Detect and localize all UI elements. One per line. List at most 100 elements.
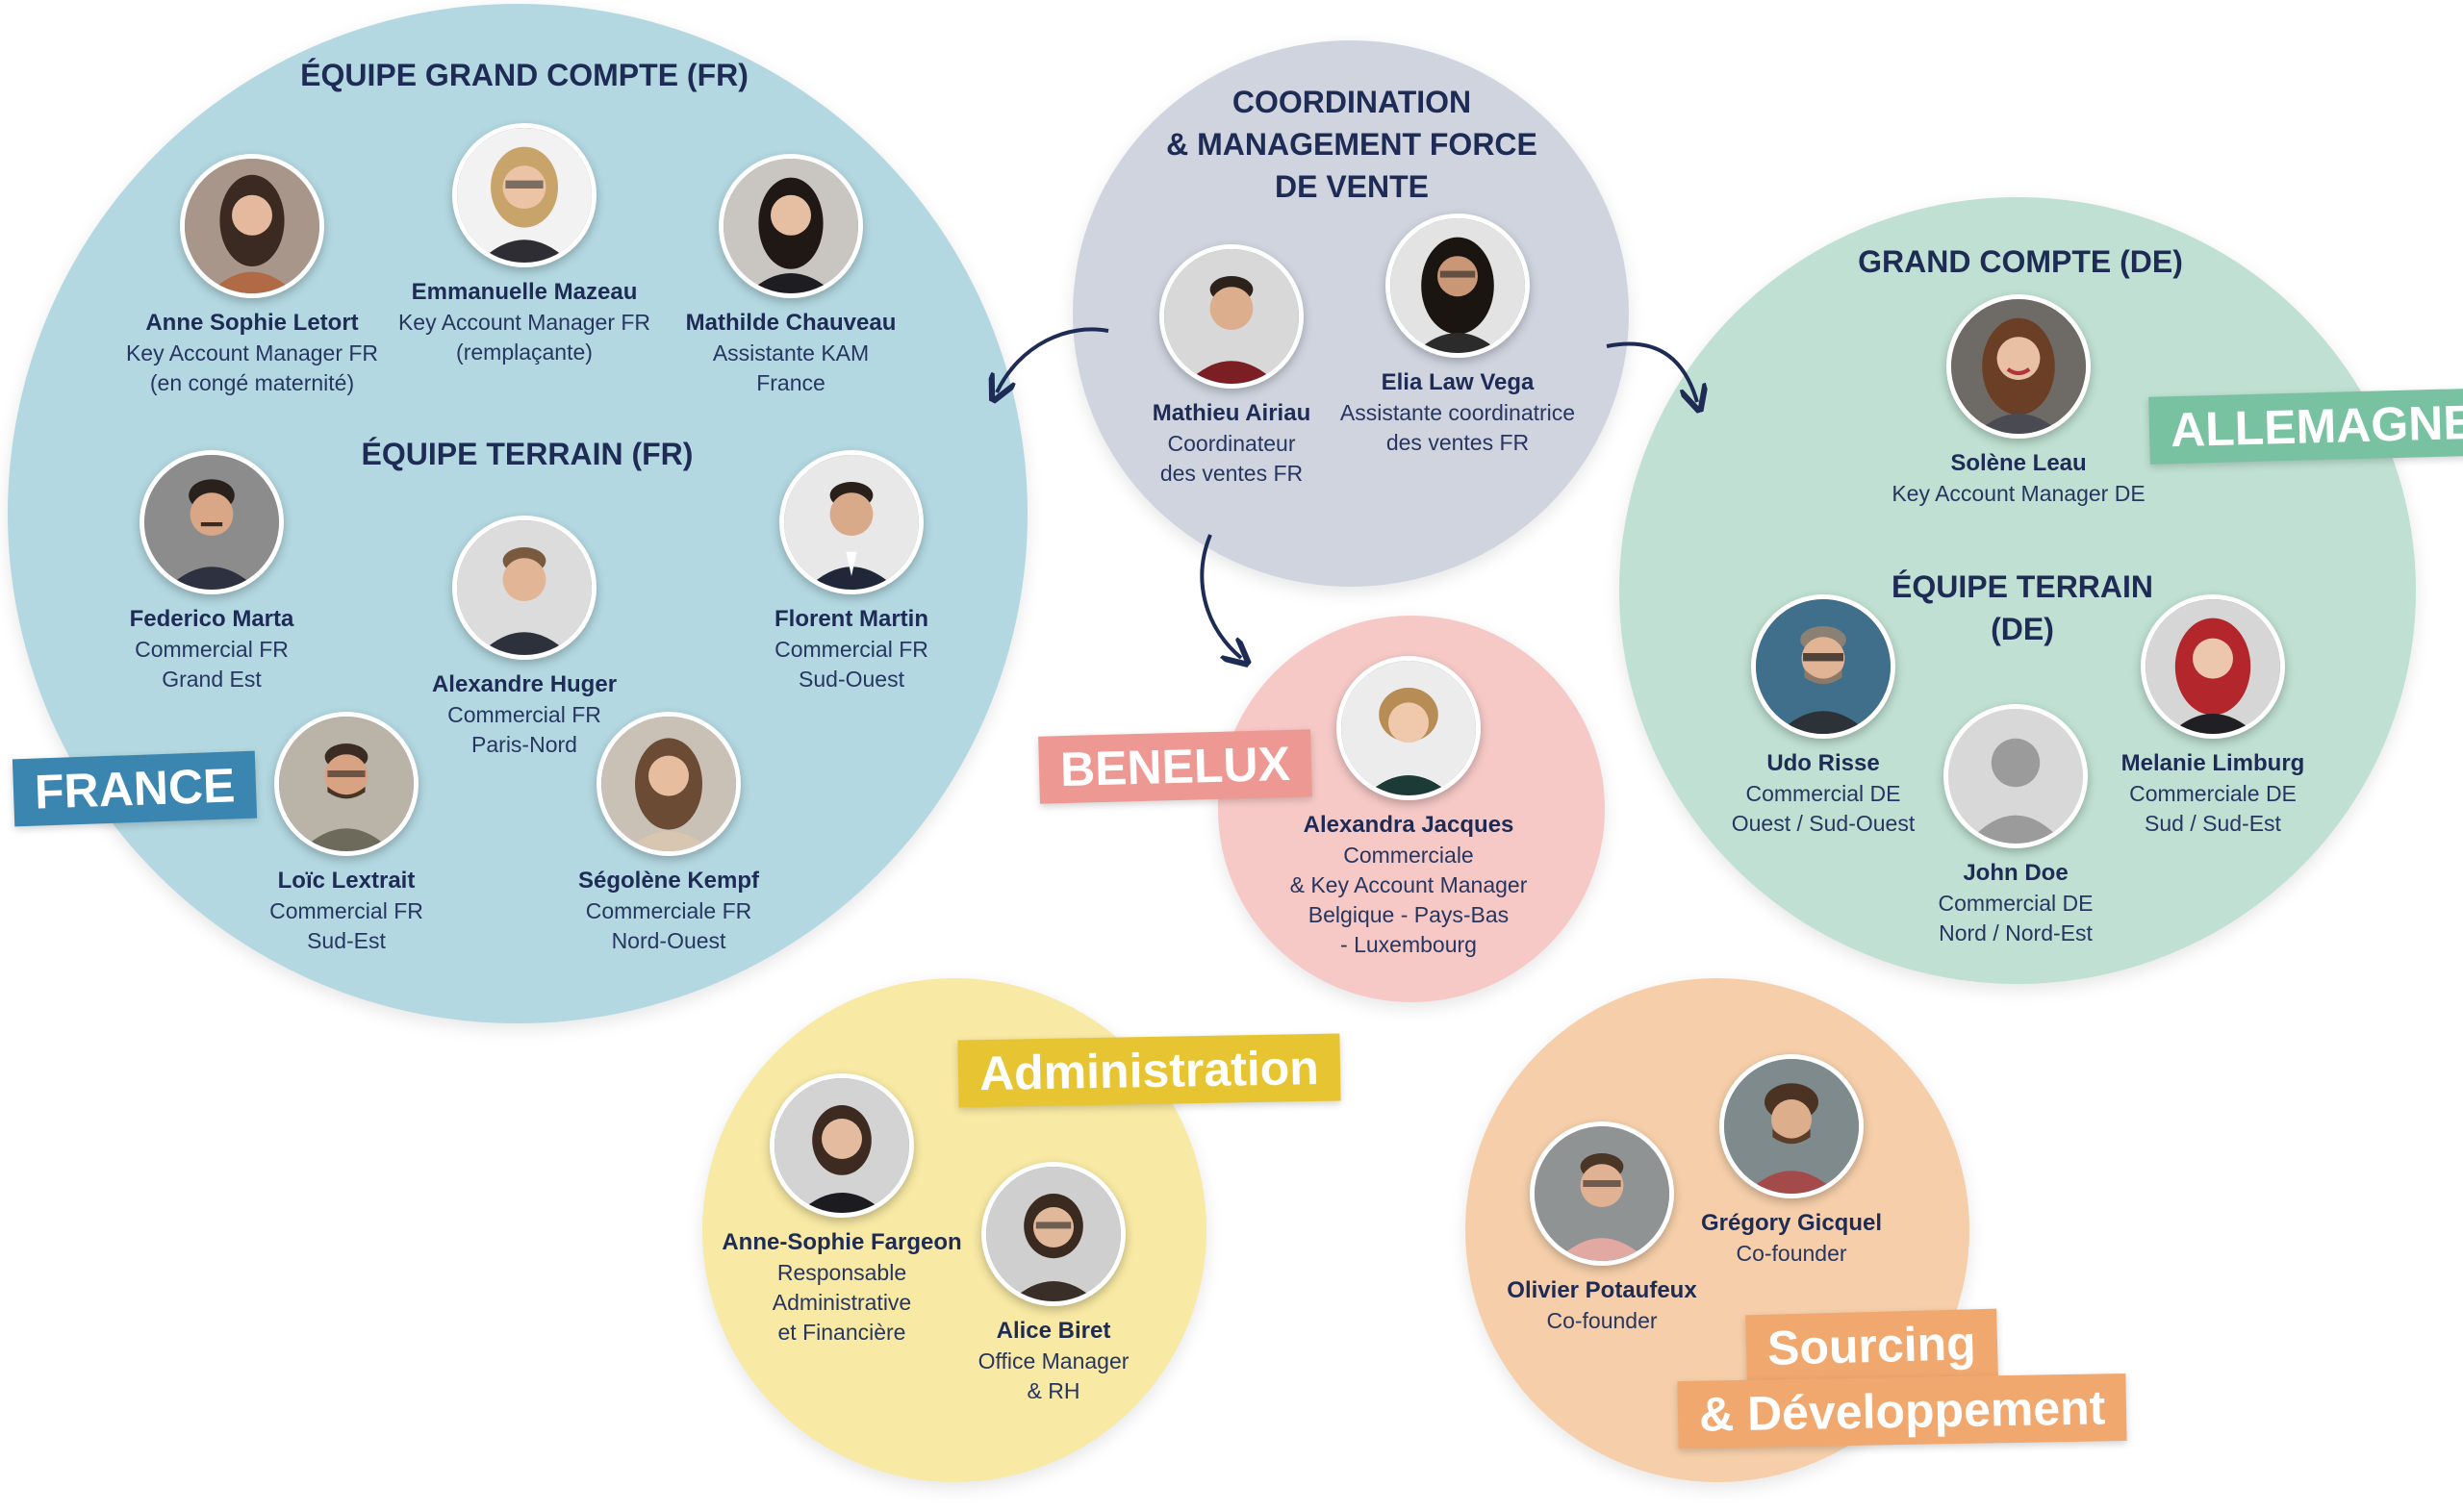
person-role-detail: Sud-Ouest bbox=[799, 667, 904, 692]
heading-coordination-line2: & MANAGEMENT FORCE bbox=[1166, 127, 1537, 162]
person-role-detail: Nord / Nord-Est bbox=[1939, 920, 2093, 945]
person-name: Udo Risse bbox=[1766, 750, 1880, 776]
person-role: Commercial FR bbox=[135, 637, 289, 662]
person-role-detail: Sud-Est bbox=[307, 928, 386, 953]
heading-germany-terrain-line1: ÉQUIPE TERRAIN bbox=[1891, 569, 2154, 604]
person-role-detail: Paris-Nord bbox=[471, 732, 577, 757]
person-role: Assistante coordinatrice bbox=[1339, 400, 1576, 425]
person-name: Florent Martin bbox=[774, 606, 928, 632]
person-name: John Doe bbox=[1963, 860, 2069, 886]
person-card: Alice Biret Office Manager & RH bbox=[880, 1162, 1227, 1406]
avatar bbox=[719, 154, 863, 298]
person-card: Elia Law Vega Assistante coordinatrice d… bbox=[1284, 214, 1631, 458]
person-card: Ségolène Kempf Commerciale FR Nord-Ouest bbox=[495, 712, 842, 956]
person-role: Commerciale bbox=[1343, 843, 1474, 868]
sourcing-tag-line1: Sourcing bbox=[1745, 1308, 1998, 1383]
avatar bbox=[2141, 594, 2285, 739]
arrow-to-france bbox=[997, 327, 1109, 392]
person-role: Commerciale FR bbox=[585, 898, 752, 923]
person-role-detail: & Key Account Manager bbox=[1289, 872, 1528, 897]
person-name: Elia Law Vega bbox=[1381, 369, 1535, 395]
person-card: Florent Martin Commercial FR Sud-Ouest bbox=[678, 450, 1025, 694]
person-role: Commercial FR bbox=[269, 898, 423, 923]
avatar bbox=[779, 450, 924, 594]
person-role: Coordinateur bbox=[1167, 431, 1296, 456]
person-role-detail: & RH bbox=[1027, 1378, 1080, 1403]
person-name: Emmanuelle Mazeau bbox=[411, 279, 638, 305]
avatar bbox=[180, 154, 324, 298]
heading-germany-grand-compte: GRAND COMPTE (DE) bbox=[1858, 244, 2183, 279]
person-name: Mathilde Chauveau bbox=[685, 310, 897, 336]
person-role: Co-founder bbox=[1736, 1241, 1847, 1266]
person-card: Grégory Gicquel Co-founder bbox=[1618, 1054, 1965, 1269]
person-card: Emmanuelle Mazeau Key Account Manager FR… bbox=[351, 123, 698, 367]
avatar bbox=[981, 1162, 1126, 1306]
avatar bbox=[1336, 656, 1481, 800]
person-name: Loïc Lextrait bbox=[277, 868, 416, 894]
avatar bbox=[140, 450, 284, 594]
person-role-detail: des ventes FR bbox=[1385, 430, 1530, 455]
person-role-detail: et Financière bbox=[777, 1320, 906, 1345]
person-card: Solène Leau Key Account Manager DE bbox=[1845, 294, 2192, 509]
person-region-detail: - Luxembourg bbox=[1340, 932, 1477, 957]
sourcing-tag-line2: & Développement bbox=[1677, 1373, 2127, 1449]
person-card: John Doe Commercial DE Nord / Nord-Est bbox=[1842, 704, 2189, 948]
avatar bbox=[1530, 1121, 1674, 1266]
person-role: Responsable bbox=[776, 1260, 907, 1285]
person-card: Mathilde Chauveau Assistante KAM France bbox=[618, 154, 964, 398]
person-name: Olivier Potaufeux bbox=[1507, 1277, 1697, 1303]
person-card: Federico Marta Commercial FR Grand Est bbox=[38, 450, 385, 694]
person-name: Ségolène Kempf bbox=[577, 868, 760, 894]
person-card: Olivier Potaufeux Co-founder bbox=[1429, 1121, 1775, 1336]
person-role: Commercial FR bbox=[774, 637, 928, 662]
person-name: Alexandre Huger bbox=[431, 671, 618, 697]
avatar bbox=[1385, 214, 1530, 358]
avatar bbox=[1719, 1054, 1864, 1198]
person-card: Mathieu Airiau Coordinateur des ventes F… bbox=[1058, 244, 1405, 489]
person-region: Belgique - Pays-Bas bbox=[1308, 902, 1510, 927]
person-role-detail: Administrative bbox=[772, 1290, 912, 1315]
heading-france-terrain: ÉQUIPE TERRAIN (FR) bbox=[361, 437, 694, 471]
person-card: Anne Sophie Letort Key Account Manager F… bbox=[79, 154, 425, 398]
person-role: Office Manager bbox=[978, 1348, 1130, 1373]
person-role: Key Account Manager FR bbox=[397, 310, 651, 335]
person-name: Alice Biret bbox=[996, 1318, 1111, 1344]
person-card: Melanie Limburg Commerciale DE Sud / Sud… bbox=[2040, 594, 2386, 839]
heading-coordination-line3: DE VENTE bbox=[1274, 169, 1430, 204]
avatar bbox=[597, 712, 741, 856]
person-name: Anne Sophie Letort bbox=[145, 310, 359, 336]
person-name: Grégory Gicquel bbox=[1700, 1210, 1883, 1236]
person-card: Anne-Sophie Fargeon Responsable Administ… bbox=[669, 1073, 1015, 1348]
person-card: Loïc Lextrait Commercial FR Sud-Est bbox=[173, 712, 520, 956]
person-name: Mathieu Airiau bbox=[1152, 400, 1311, 426]
person-role: Co-founder bbox=[1546, 1308, 1658, 1333]
heading-coordination-line1: COORDINATION bbox=[1232, 85, 1472, 119]
avatar bbox=[274, 712, 419, 856]
person-role-detail: Nord-Ouest bbox=[611, 928, 726, 953]
france-region-tag: FRANCE bbox=[12, 750, 258, 827]
person-role: Commerciale DE bbox=[2129, 781, 2297, 806]
germany-region-tag: ALLEMAGNE bbox=[2148, 388, 2463, 465]
person-name: Solène Leau bbox=[1950, 450, 2087, 476]
person-role: Commercial FR bbox=[447, 702, 601, 727]
person-role-detail: Sud / Sud-Est bbox=[2145, 811, 2281, 836]
person-role-detail: (en congé maternité) bbox=[149, 370, 355, 395]
avatar bbox=[1946, 294, 2091, 439]
avatar bbox=[452, 123, 597, 267]
person-role-detail: France bbox=[756, 370, 825, 395]
avatar bbox=[770, 1073, 914, 1218]
arrow-to-benelux bbox=[1200, 534, 1241, 658]
person-role: Assistante KAM bbox=[712, 340, 870, 365]
benelux-region-tag: BENELUX bbox=[1038, 729, 1312, 804]
person-role: Commercial DE bbox=[1938, 891, 2094, 916]
person-role: Key Account Manager DE bbox=[1892, 481, 2146, 506]
person-name: Federico Marta bbox=[129, 606, 294, 632]
person-card: Alexandra Jacques Commerciale & Key Acco… bbox=[1235, 656, 1582, 960]
avatar bbox=[1751, 594, 1895, 739]
person-role-detail: Grand Est bbox=[162, 667, 262, 692]
person-role: Key Account Manager FR bbox=[125, 340, 379, 365]
person-name: Alexandra Jacques bbox=[1303, 812, 1514, 838]
person-role-detail: Ouest / Sud-Ouest bbox=[1731, 811, 1916, 836]
heading-france-grand-compte: ÉQUIPE GRAND COMPTE (FR) bbox=[300, 58, 749, 92]
person-role-detail: (remplaçante) bbox=[456, 340, 593, 365]
